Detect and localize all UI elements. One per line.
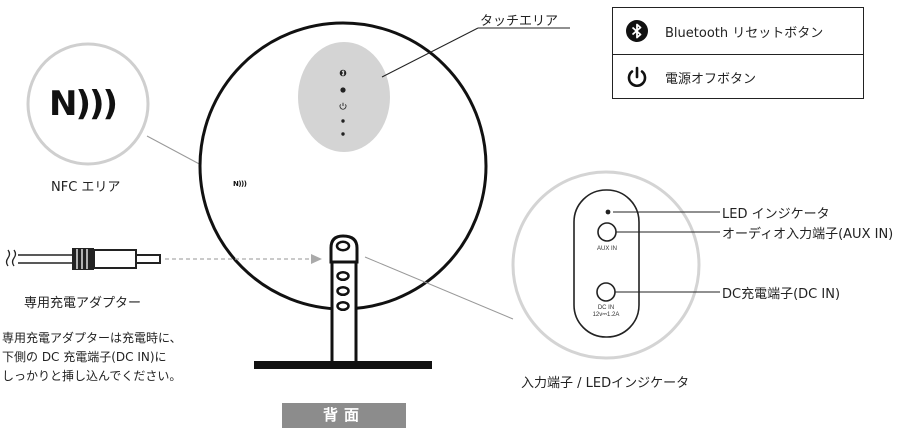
touch-area — [298, 42, 390, 152]
legend-row-bluetooth: Bluetooth リセットボタン — [613, 8, 863, 55]
adapter-illustration — [5, 248, 161, 270]
touch-dot-3 — [341, 132, 345, 136]
stand-base — [254, 361, 432, 369]
input-ports-label: 入力端子 / LEDインジケータ — [521, 376, 690, 391]
dc-in-jack — [596, 282, 616, 302]
adapter-arrow-head — [311, 254, 322, 264]
bluetooth-reset-label: Bluetooth リセットボタン — [665, 26, 824, 41]
dc-in-label: DC充電端子(DC IN) — [722, 287, 841, 302]
touch-dot-2 — [341, 119, 345, 123]
led-indicator-dot — [605, 209, 611, 215]
power-off-label: 電源オフボタン — [665, 72, 757, 87]
stand-port-top — [335, 240, 351, 252]
led-indicator-label: LED インジケータ — [722, 207, 830, 222]
port-leader-line — [364, 256, 514, 320]
aux-in-jack — [597, 222, 617, 242]
port-panel — [573, 189, 640, 338]
touch-power-icon — [339, 102, 347, 110]
nfc-area-label: NFC エリア — [51, 180, 121, 195]
dc-in-panel-text: DC IN — [597, 305, 615, 311]
touch-leader-line — [381, 27, 479, 78]
aux-in-label: オーディオ入力端子(AUX IN) — [722, 227, 894, 242]
power-icon — [627, 66, 647, 87]
nfc-icon: N))) — [49, 84, 118, 124]
touch-bluetooth-icon — [339, 69, 347, 77]
nfc-small-icon: N))) — [233, 180, 247, 188]
note-line-3: しっかりと挿し込んでください。 — [2, 369, 182, 383]
button-legend: Bluetooth リセットボタン 電源オフボタン — [612, 7, 864, 99]
bluetooth-icon — [626, 20, 648, 42]
back-view-tab: 背面 — [282, 403, 406, 428]
nfc-callout-circle — [26, 42, 150, 166]
stand-port-2 — [336, 285, 350, 297]
note-line-2: 下側の DC 充電端子(DC IN)に — [2, 350, 167, 364]
legend-row-power: 電源オフボタン — [613, 54, 863, 100]
touch-dot-1 — [340, 87, 346, 93]
aux-in-panel-text: AUX IN — [596, 246, 617, 252]
stand-port-1 — [336, 270, 350, 282]
adapter-label: 専用充電アダプター — [24, 296, 142, 311]
note-line-1: 専用充電アダプターは充電時に、 — [2, 331, 182, 345]
charging-note: 専用充電アダプターは充電時に、 下側の DC 充電端子(DC IN)に しっかり… — [2, 329, 182, 386]
stand-port-3 — [336, 300, 350, 312]
touch-area-label: タッチエリア — [480, 14, 559, 29]
dc-spec-panel-text: 12v⎓1.2A — [592, 312, 620, 318]
